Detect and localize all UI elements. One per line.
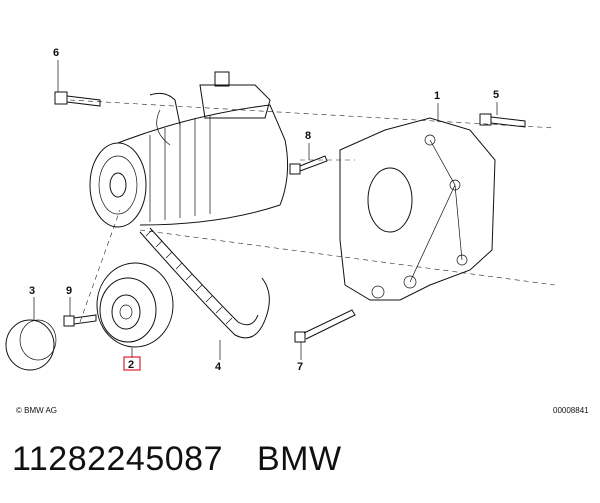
drive-belt[interactable]: [139, 227, 270, 339]
copyright-text: © BMW AG: [16, 406, 57, 415]
bolt-6[interactable]: [54, 91, 101, 107]
parts-diagram: 6 1 5 8 3 9 4 7 2 © BMW AG 00008841: [5, 47, 589, 415]
bolt-5[interactable]: [479, 113, 526, 128]
callout-5[interactable]: 5: [493, 89, 499, 101]
callout-2[interactable]: 2: [128, 359, 134, 371]
callout-2-highlight-box: [123, 356, 141, 371]
callout-6[interactable]: 6: [53, 47, 59, 59]
callout-4[interactable]: 4: [215, 361, 222, 373]
callout-1[interactable]: 1: [434, 90, 440, 102]
bracket[interactable]: [339, 117, 496, 301]
bolt-9[interactable]: [63, 314, 97, 327]
part-number: 11282245087: [12, 440, 223, 478]
part-number-line: 11282245087 BMW: [12, 440, 376, 479]
pulley-cap[interactable]: [5, 319, 57, 371]
tensioner-pulley[interactable]: [96, 262, 174, 348]
callout-3[interactable]: 3: [29, 285, 35, 297]
callout-8[interactable]: 8: [305, 130, 311, 142]
bolt-7[interactable]: [294, 309, 356, 343]
brand-name: BMW: [256, 440, 342, 478]
drawing-id: 00008841: [553, 406, 589, 415]
leader-lines: [33, 60, 498, 360]
bolt-8[interactable]: [289, 155, 328, 175]
callout-9[interactable]: 9: [66, 285, 72, 297]
alignment-lines: [69, 99, 556, 323]
ac-compressor[interactable]: [89, 71, 289, 228]
callout-7[interactable]: 7: [297, 361, 303, 373]
